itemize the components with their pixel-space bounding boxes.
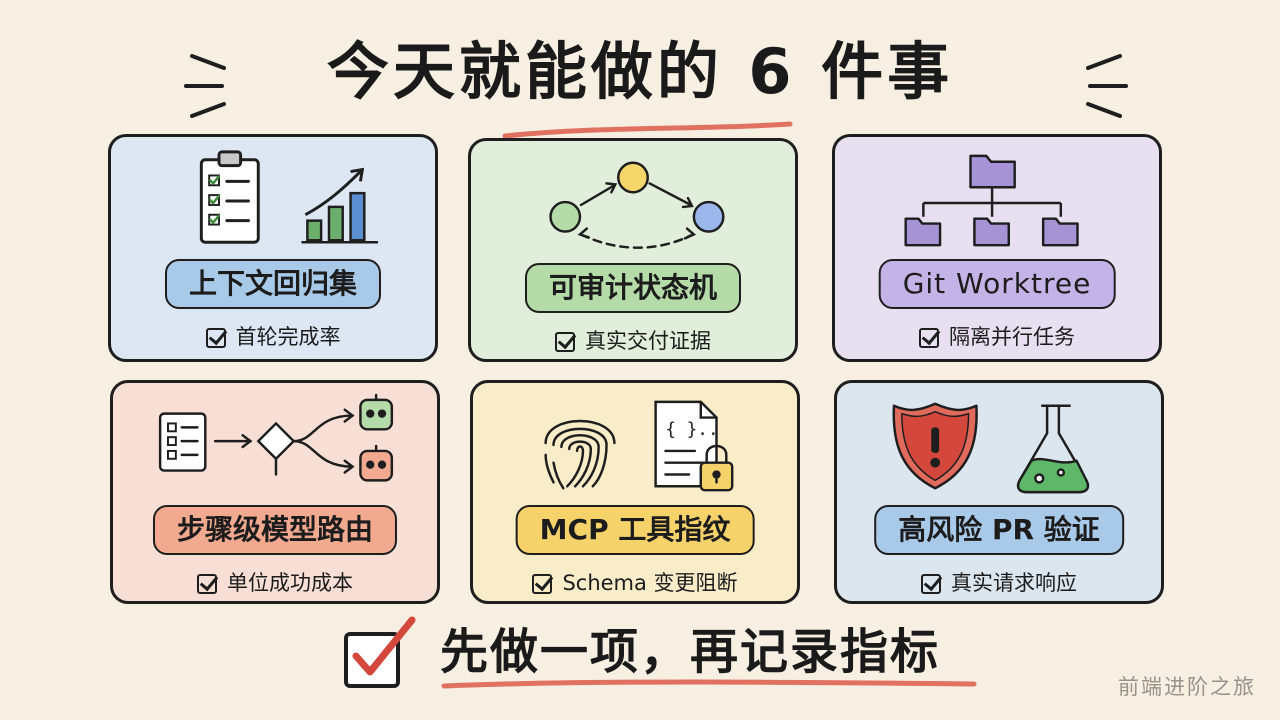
card-label-pill: 可审计状态机 (524, 263, 742, 313)
state-machine-diagram-icon (549, 161, 725, 249)
card-caption: 真实交付证据 (471, 327, 795, 355)
warning-shield-icon (892, 402, 978, 490)
checkmark-box-icon (344, 616, 416, 688)
folder-tree-icon (904, 154, 1079, 247)
card-label-pill: 高风险 PR 验证 (874, 505, 1124, 555)
checkbox-icon (555, 332, 575, 352)
caption-text: 单位成功成本 (227, 571, 353, 595)
title-decoration-icon (184, 54, 1128, 139)
card-caption: Schema 变更阻断 (473, 569, 797, 597)
title-section: 今天就能做的 6 件事 (0, 18, 1280, 139)
clipboard-checklist-icon (199, 150, 260, 244)
checkbox-icon (921, 574, 941, 594)
card-high-risk-pr: 高风险 PR 验证 真实请求响应 (834, 380, 1164, 604)
card-label-pill: 步骤级模型路由 (152, 505, 398, 555)
card-context-regression: 上下文回归集 首轮完成率 (108, 134, 438, 362)
card-label-pill: Git Worktree (878, 259, 1116, 309)
card-caption: 单位成功成本 (113, 569, 437, 597)
brand-watermark: 前端进阶之旅 (1118, 675, 1256, 699)
card-git-worktree: Git Worktree 隔离并行任务 (832, 134, 1162, 362)
card-label-pill: 上下文回归集 (164, 259, 382, 309)
card-caption: 隔离并行任务 (835, 323, 1159, 351)
card-auditable-state-machine: 可审计状态机 真实交付证据 (468, 138, 798, 362)
checkbox-icon (205, 328, 226, 348)
checkbox-icon (919, 328, 939, 348)
caption-text: Schema 变更阻断 (562, 571, 738, 595)
card-mcp-tool-fingerprint: { }.. MCP 工具指纹 Schema 变更阻断 (470, 380, 800, 604)
card-label-pill: MCP 工具指纹 (515, 505, 755, 555)
routing-robot-icon (158, 393, 394, 482)
caption-text: 真实请求响应 (951, 571, 1077, 595)
page-title: 今天就能做的 6 件事 (326, 35, 954, 108)
card-step-model-routing: 步骤级模型路由 单位成功成本 (110, 380, 440, 604)
footer-underline-decoration (441, 679, 977, 689)
caption-text: 隔离并行任务 (949, 325, 1075, 349)
caption-text: 真实交付证据 (585, 329, 711, 353)
card-caption: 首轮完成率 (111, 323, 435, 351)
checkbox-icon (532, 574, 553, 594)
checkbox-icon (197, 574, 217, 594)
card-caption: 真实请求响应 (837, 569, 1161, 597)
fingerprint-icon (544, 419, 616, 490)
caption-text: 首轮完成率 (235, 325, 341, 349)
footer-message: 先做一项，再记录指标 (440, 624, 941, 680)
